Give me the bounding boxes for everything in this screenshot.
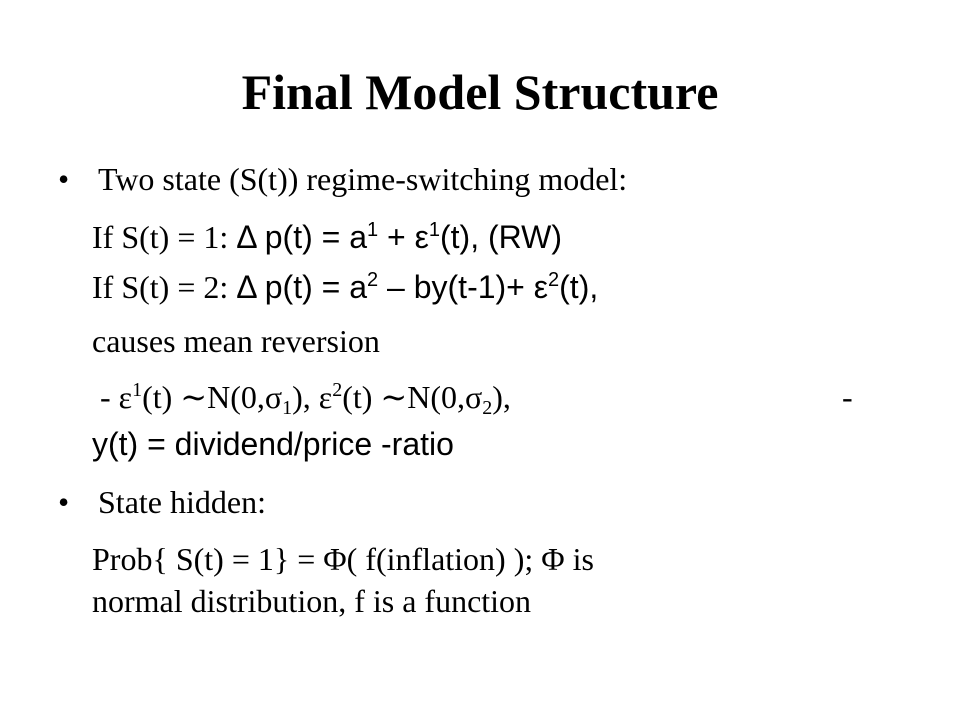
delta-symbol-2: Δ [236, 269, 256, 305]
equation-mr-p: p(t) = a [255, 269, 368, 305]
delta-symbol: Δ [236, 219, 256, 255]
eps-part-3: (t) ∼N(0,σ [342, 379, 483, 415]
eps-part-1: (t) ∼N(0,σ [142, 379, 283, 415]
eps-dash: - ε [100, 379, 133, 415]
equation-mr-sup-eps: 2 [548, 269, 560, 291]
prob-equation: Prob{ S(t) = 1} = Φ( f(inflation) ); Φ i… [92, 541, 594, 577]
equation-mr: If S(t) = 2: Δ p(t) = a2 – by(t-1)+ ε2(t… [92, 268, 598, 306]
bullet-1-text: Two state (S(t)) regime-switching model: [98, 161, 628, 197]
y-definition: y(t) = dividend/price -ratio [92, 426, 454, 462]
slide-title: Final Model Structure [241, 64, 719, 120]
equation-rw: If S(t) = 1: Δ p(t) = a1 + ε1(t), (RW) [92, 218, 562, 256]
equation-rw-plus-eps: + ε [378, 219, 429, 255]
bullet-2-dot: • [58, 484, 70, 520]
equation-mr-cond: If S(t) = 2: [92, 269, 237, 305]
eps-sub-2: 2 [482, 397, 493, 419]
normal-distribution-text: normal distribution, f is a function [92, 583, 532, 619]
trailing-dash: - [842, 379, 853, 415]
epsilon-distribution: - ε1(t) ∼N(0,σ1), ε2(t) ∼N(0,σ2), [100, 378, 511, 419]
equation-rw-sup-a: 1 [367, 219, 379, 241]
eps-part-2: ), ε [292, 379, 333, 415]
bullet-2-text: State hidden: [98, 484, 266, 520]
eps-part-4: ), [492, 379, 511, 415]
equation-rw-cond: If S(t) = 1: [92, 219, 237, 255]
equation-mr-rest: (t), [559, 269, 599, 305]
equation-mr-sup-a: 2 [367, 269, 379, 291]
eps-sup-1: 1 [132, 379, 143, 401]
equation-mr-middle: – by(t-1)+ ε [378, 269, 549, 305]
equation-rw-sup-eps: 1 [428, 219, 440, 241]
equation-rw-p: p(t) = a [255, 219, 368, 255]
causes-text: causes mean reversion [92, 323, 380, 359]
eps-sup-2: 2 [332, 379, 343, 401]
eps-sub-1: 1 [282, 397, 293, 419]
bullet-1-dot: • [58, 161, 70, 197]
equation-rw-rest: (t), (RW) [440, 219, 563, 255]
